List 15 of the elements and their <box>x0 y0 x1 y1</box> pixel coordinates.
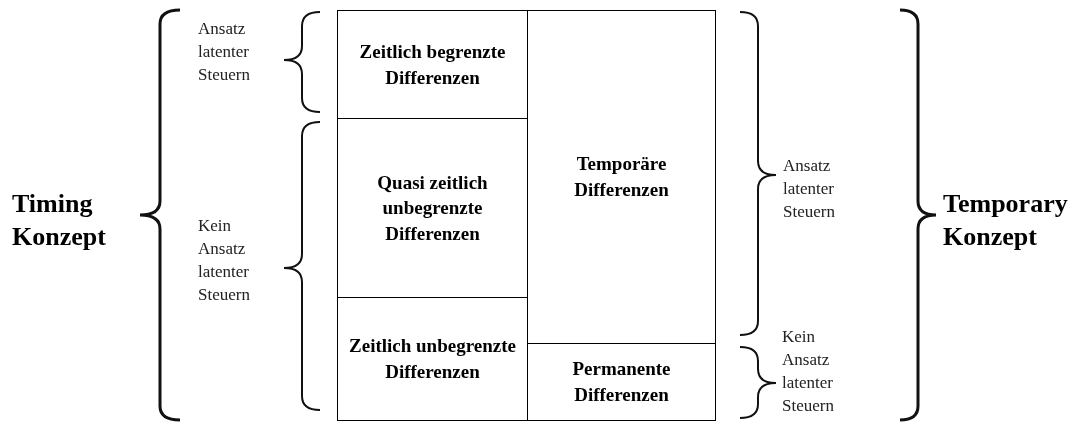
concept-heading: Temporary Konzept <box>943 188 1069 253</box>
category-label: Temporäre Differenzen <box>573 152 670 202</box>
bracket-label: Kein Ansatz latenter Steuern <box>198 215 251 306</box>
concept-heading: Timing Konzept <box>12 188 107 253</box>
category-label: Permanente Differenzen <box>571 357 672 407</box>
category-box <box>337 10 528 119</box>
category-label: Zeitlich begrenzte Differenzen <box>358 39 507 90</box>
category-label: Zeitlich unbegrenzte Differenzen <box>348 334 517 384</box>
bracket-label: Ansatz latenter Steuern <box>783 155 836 223</box>
category-label: Quasi zeitlich unbegrenzte Differenzen <box>376 170 489 246</box>
category-box <box>337 297 528 421</box>
category-box <box>527 10 716 344</box>
bracket-label: Ansatz latenter Steuern <box>198 18 251 86</box>
bracket-label: Kein Ansatz latenter Steuern <box>782 326 835 417</box>
category-box <box>527 343 716 421</box>
